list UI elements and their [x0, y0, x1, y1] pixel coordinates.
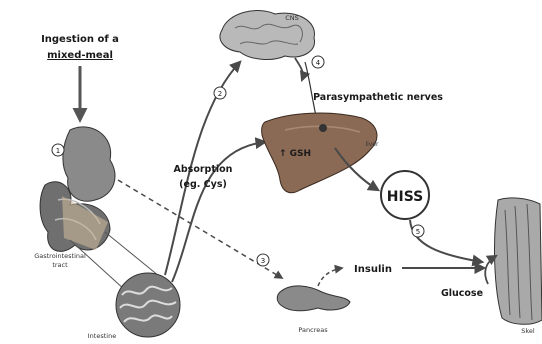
nerve-terminal-dot: [319, 124, 327, 132]
skeletal-muscle-label: Skel: [521, 327, 535, 335]
step-marker-3-label: 3: [261, 257, 265, 265]
cns-label: CNS: [285, 14, 299, 22]
parasympathetic-label: Parasympathetic nerves: [313, 92, 443, 103]
liver-label: liver: [365, 141, 379, 148]
absorption-label-line2: (eg. Cys): [179, 179, 227, 190]
step-marker-5-label: 5: [416, 228, 420, 236]
pancreas-illustration: [277, 286, 350, 311]
gsh-label: ↑ GSH: [279, 149, 311, 159]
absorption-arrow: [172, 142, 265, 282]
skeletal-muscle-illustration: [495, 198, 542, 324]
step-marker-2-label: 2: [218, 90, 222, 98]
pancreas-to-insulin-arrow: [318, 268, 342, 286]
intestine-illustration: [116, 273, 180, 337]
brain-illustration: [220, 11, 315, 60]
gi-tract-illustration: [40, 127, 115, 252]
absorption-label-line1: Absorption: [174, 164, 233, 175]
insulin-label: Insulin: [354, 264, 392, 275]
ingestion-label-line2: mixed-meal: [47, 50, 113, 61]
pancreas-label: Pancreas: [298, 326, 328, 334]
step-marker-1-label: 1: [56, 147, 60, 155]
cns-outflow-arrow: [295, 58, 303, 80]
hiss-label: HISS: [387, 189, 423, 205]
glucose-label: Glucose: [441, 288, 483, 299]
gi-tract-label-line2: tract: [52, 261, 68, 269]
ingestion-label-line1: Ingestion of a: [41, 34, 119, 45]
gi-tract-label-line1: Gastrointestinal: [34, 252, 86, 260]
step-marker-4-label: 4: [316, 59, 321, 67]
intestine-label: Intestine: [88, 332, 116, 340]
